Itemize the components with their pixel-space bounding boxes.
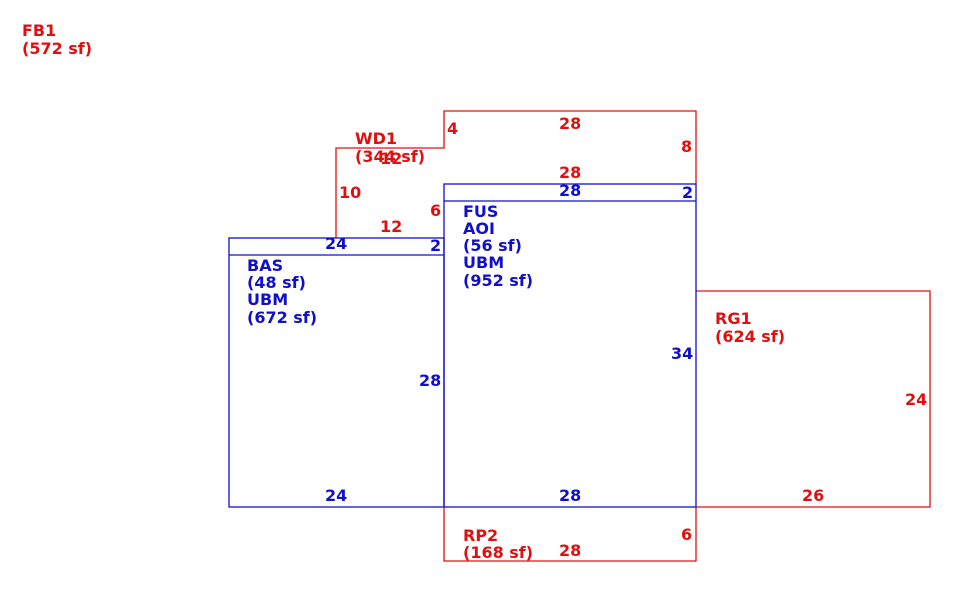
- rg1-name: RG1: [715, 309, 752, 328]
- wd1-left-dim: 10: [339, 183, 361, 202]
- ubm-area: (672 sf): [247, 308, 317, 327]
- wd1-mid-dim: 28: [559, 163, 581, 182]
- wd1-right-dim: 8: [681, 137, 692, 156]
- rp2-name: RP2: [463, 526, 498, 545]
- wd1-name: WD1: [355, 129, 397, 148]
- bas-right-dim: 2: [430, 236, 441, 255]
- wd1-step-dim: 12: [380, 217, 402, 236]
- rg1-area: (624 sf): [715, 327, 785, 346]
- wd1-area: (344 sf): [355, 147, 425, 166]
- red-labels: FB1 (572 sf) WD1 (344 sf) 12 4 28 8 28 1…: [22, 21, 927, 562]
- ubm-name: UBM: [247, 290, 288, 309]
- rg1-right-dim: 24: [905, 390, 927, 409]
- blue-outlines: [228, 183, 697, 508]
- bas-top-dim: 24: [325, 234, 347, 253]
- wd1-step2-dim: 6: [430, 201, 441, 220]
- main-left-dim: 28: [419, 371, 441, 390]
- wd1-top-dim: 28: [559, 114, 581, 133]
- ubm2-area: (952 sf): [463, 271, 533, 290]
- wd1-inner-dim: 12: [380, 149, 402, 168]
- fus-right-dim: 2: [682, 183, 693, 202]
- fus-top-dim: 28: [559, 181, 581, 200]
- fus-name: FUS: [463, 202, 498, 221]
- rg1-bottom-dim: 26: [802, 486, 824, 505]
- wd1-outline: [335, 110, 697, 238]
- bas-name: BAS: [247, 256, 283, 275]
- rp2-bottom-dim: 28: [559, 541, 581, 560]
- bas-bottom-dim: 24: [325, 486, 347, 505]
- fb1-area: (572 sf): [22, 39, 92, 58]
- main-bottom-dim: 28: [559, 486, 581, 505]
- ubm2-name: UBM: [463, 253, 504, 272]
- fb1-name: FB1: [22, 21, 56, 40]
- main-right-dim: 34: [671, 344, 693, 363]
- aoi-name: AOI: [463, 219, 495, 238]
- red-outlines: [335, 110, 931, 562]
- fus-area: (56 sf): [463, 236, 522, 255]
- wd1-top-left-dim: 4: [447, 119, 458, 138]
- rp2-area: (168 sf): [463, 543, 533, 562]
- blue-labels: 28 2 FUS AOI (56 sf) UBM (952 sf) 24 2 B…: [247, 181, 693, 505]
- bas-area: (48 sf): [247, 273, 306, 292]
- rp2-right-dim: 6: [681, 525, 692, 544]
- rp2-outline: [443, 507, 697, 562]
- rg1-outline: [696, 290, 931, 508]
- main-block-outline: [443, 183, 697, 508]
